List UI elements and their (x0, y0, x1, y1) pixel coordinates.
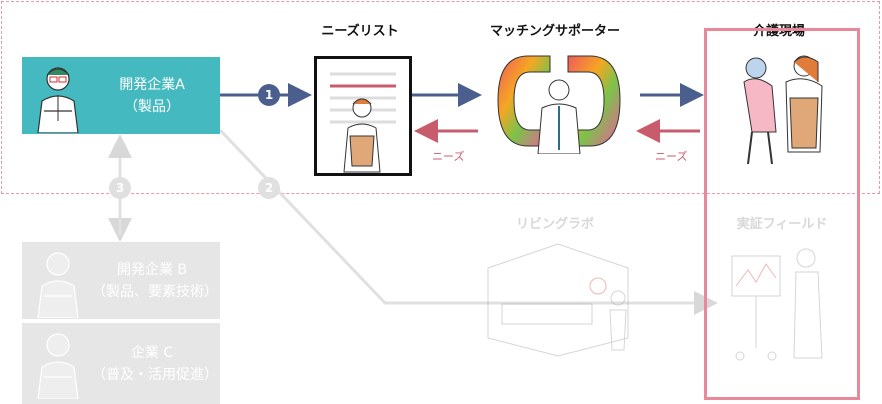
company-b-sub: （製品、要素技術） (92, 283, 218, 300)
needs-list-document-icon (314, 56, 412, 176)
company-c-sub: （普及・活用促進） (92, 366, 218, 383)
company-c-box: 企業 C （普及・活用促進） (22, 323, 220, 404)
developer-avatar-icon (37, 333, 79, 399)
company-a-name: 開発企業A (119, 76, 185, 93)
company-b-box: 開発企業 B （製品、要素技術） (22, 242, 220, 319)
company-c-name: 企業 C (130, 344, 174, 361)
living-lab-illustration-icon (487, 243, 629, 357)
company-a-label: 開発企業A （製品） (92, 57, 212, 134)
top-region-dashed-frame (1, 1, 880, 194)
field-test-illustration-icon (731, 248, 823, 361)
care-site-heading: 介護現場 (752, 24, 805, 39)
developer-avatar-icon (37, 67, 79, 133)
company-a-sub: （製品） (124, 98, 180, 115)
company-c-label: 企業 C （普及・活用促進） (92, 323, 218, 404)
matching-supporter-heading: マッチングサポーター (489, 24, 620, 39)
company-a-box: 開発企業A （製品） (22, 57, 220, 134)
step-badge-1: 1 (258, 84, 280, 106)
caregiver-illustration-icon (743, 55, 823, 165)
matching-supporter-icon (497, 55, 621, 154)
field-test-heading: 実証フィールド (736, 217, 828, 232)
developer-avatar-icon (37, 252, 79, 318)
step-badge-2: 2 (258, 177, 280, 199)
step-badge-3: 3 (109, 177, 131, 199)
needs-list-heading: ニーズリスト (321, 24, 399, 39)
living-lab-heading: リビングラボ (515, 217, 594, 232)
company-b-name: 開発企業 B (116, 261, 188, 278)
needs-label-left: ニーズ (432, 150, 465, 163)
care-site-frame (704, 28, 860, 400)
company-b-label: 開発企業 B （製品、要素技術） (92, 242, 218, 319)
needs-label-right: ニーズ (655, 150, 688, 163)
